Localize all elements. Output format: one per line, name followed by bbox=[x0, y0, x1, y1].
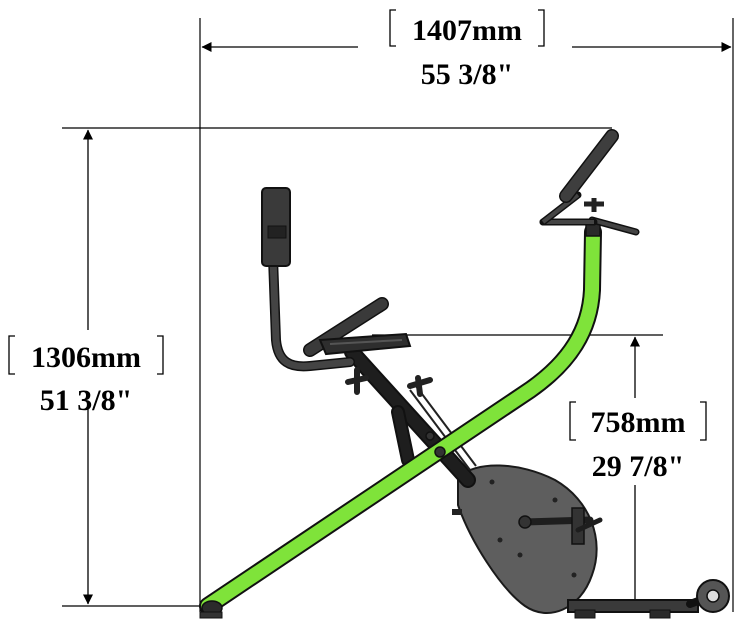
bracket-right bbox=[157, 335, 164, 375]
bracket-right bbox=[700, 401, 707, 441]
overall-length-imperial: 55 3/8" bbox=[421, 58, 514, 91]
pedal-crank bbox=[518, 507, 603, 545]
overall-length-dimension: 1407mm 55 3/8" bbox=[201, 9, 732, 91]
seat-assembly bbox=[261, 187, 462, 515]
overall-height-dimension: 1306mm 51 3/8" bbox=[8, 129, 164, 605]
exercise-bike-illustration bbox=[199, 129, 730, 619]
main-frame-tube bbox=[201, 225, 600, 613]
handlebar bbox=[539, 129, 640, 237]
bracket-left bbox=[8, 335, 15, 375]
bracket-left bbox=[389, 9, 396, 47]
flywheel-cover bbox=[457, 464, 598, 614]
overall-height-metric: 1306mm bbox=[31, 341, 141, 374]
rear-base bbox=[567, 579, 730, 619]
seat-height-metric: 758mm bbox=[591, 406, 686, 439]
bracket-left bbox=[569, 401, 576, 441]
seat-cushion bbox=[318, 332, 412, 356]
extension-lines bbox=[62, 18, 734, 613]
overall-height-imperial: 51 3/8" bbox=[40, 384, 133, 417]
seat-height-dimension: 758mm 29 7/8" bbox=[569, 336, 707, 611]
front-foot bbox=[199, 600, 223, 619]
bracket-right bbox=[538, 9, 545, 47]
overall-length-metric: 1407mm bbox=[412, 14, 522, 47]
seat-height-imperial: 29 7/8" bbox=[592, 450, 685, 483]
